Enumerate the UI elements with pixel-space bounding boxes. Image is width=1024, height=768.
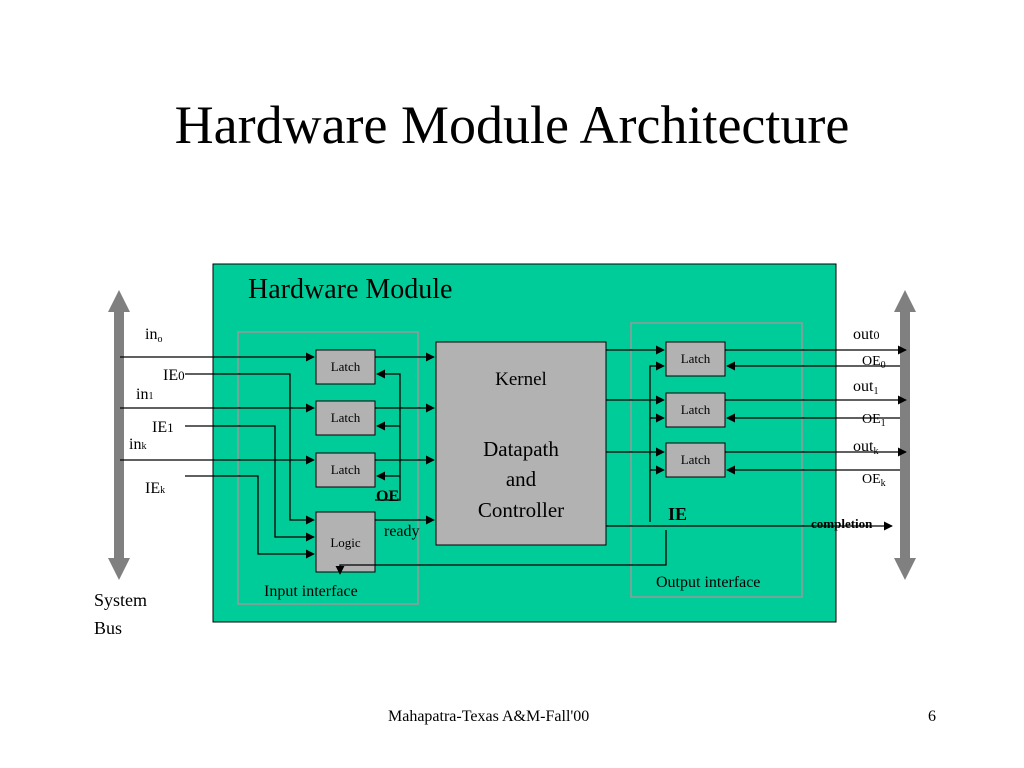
output-interface-region	[630, 322, 803, 598]
oe1-label: OE1	[862, 412, 886, 429]
input-latch-k	[315, 452, 376, 488]
ie0-label: IE0	[163, 367, 185, 384]
output-latch-k	[665, 442, 726, 478]
input-interface-label: Input interface	[264, 583, 358, 600]
logic-block	[315, 511, 376, 573]
ie1-label: IE1	[152, 419, 174, 436]
system-bus-arrow-right	[894, 290, 916, 580]
module-title: Hardware Module	[248, 274, 453, 305]
latch-label: Latch	[680, 452, 711, 467]
in1-label: in1	[136, 386, 154, 403]
system-bus-arrow-left	[108, 290, 130, 580]
logic-label: Logic	[330, 535, 361, 550]
slide-title: Hardware Module Architecture	[174, 95, 850, 155]
footer-text: Mahapatra-Texas A&M-Fall'00	[388, 708, 590, 725]
input-latch-1	[315, 400, 376, 436]
kernel-controller: Controller	[477, 498, 565, 522]
oe0-label: OE0	[862, 354, 886, 371]
in0-label: ino	[145, 326, 163, 345]
latch-label: Latch	[680, 402, 711, 417]
system-bus-label-line2: Bus	[94, 618, 123, 638]
latch-label: Latch	[680, 351, 711, 366]
kernel-and: and	[505, 467, 537, 491]
output-latch-0	[665, 341, 726, 377]
latch-label: Latch	[330, 410, 361, 425]
kernel-label: Kernel	[495, 369, 547, 390]
latch-label: Latch	[330, 359, 361, 374]
outk-label: outk	[853, 438, 879, 457]
ie-label: IE	[668, 504, 688, 524]
ready-label: ready	[384, 523, 420, 540]
completion-label: completion	[811, 516, 873, 531]
out1-label: out1	[853, 378, 879, 397]
kernel-block	[435, 341, 607, 546]
input-interface-region	[237, 331, 419, 605]
output-interface-label: Output interface	[656, 574, 761, 591]
iek-label: IEk	[145, 480, 166, 497]
output-latch-1	[665, 392, 726, 428]
system-bus-label-line1: System	[94, 590, 148, 610]
kernel-datapath: Datapath	[483, 437, 559, 461]
ink-label: ink	[129, 436, 147, 453]
latch-label: Latch	[330, 462, 361, 477]
oe-label: OE	[376, 488, 400, 505]
out0-label: out0	[853, 326, 880, 343]
page-number: 6	[928, 708, 936, 725]
oek-label: OEk	[862, 472, 886, 489]
input-latch-0	[315, 349, 376, 385]
